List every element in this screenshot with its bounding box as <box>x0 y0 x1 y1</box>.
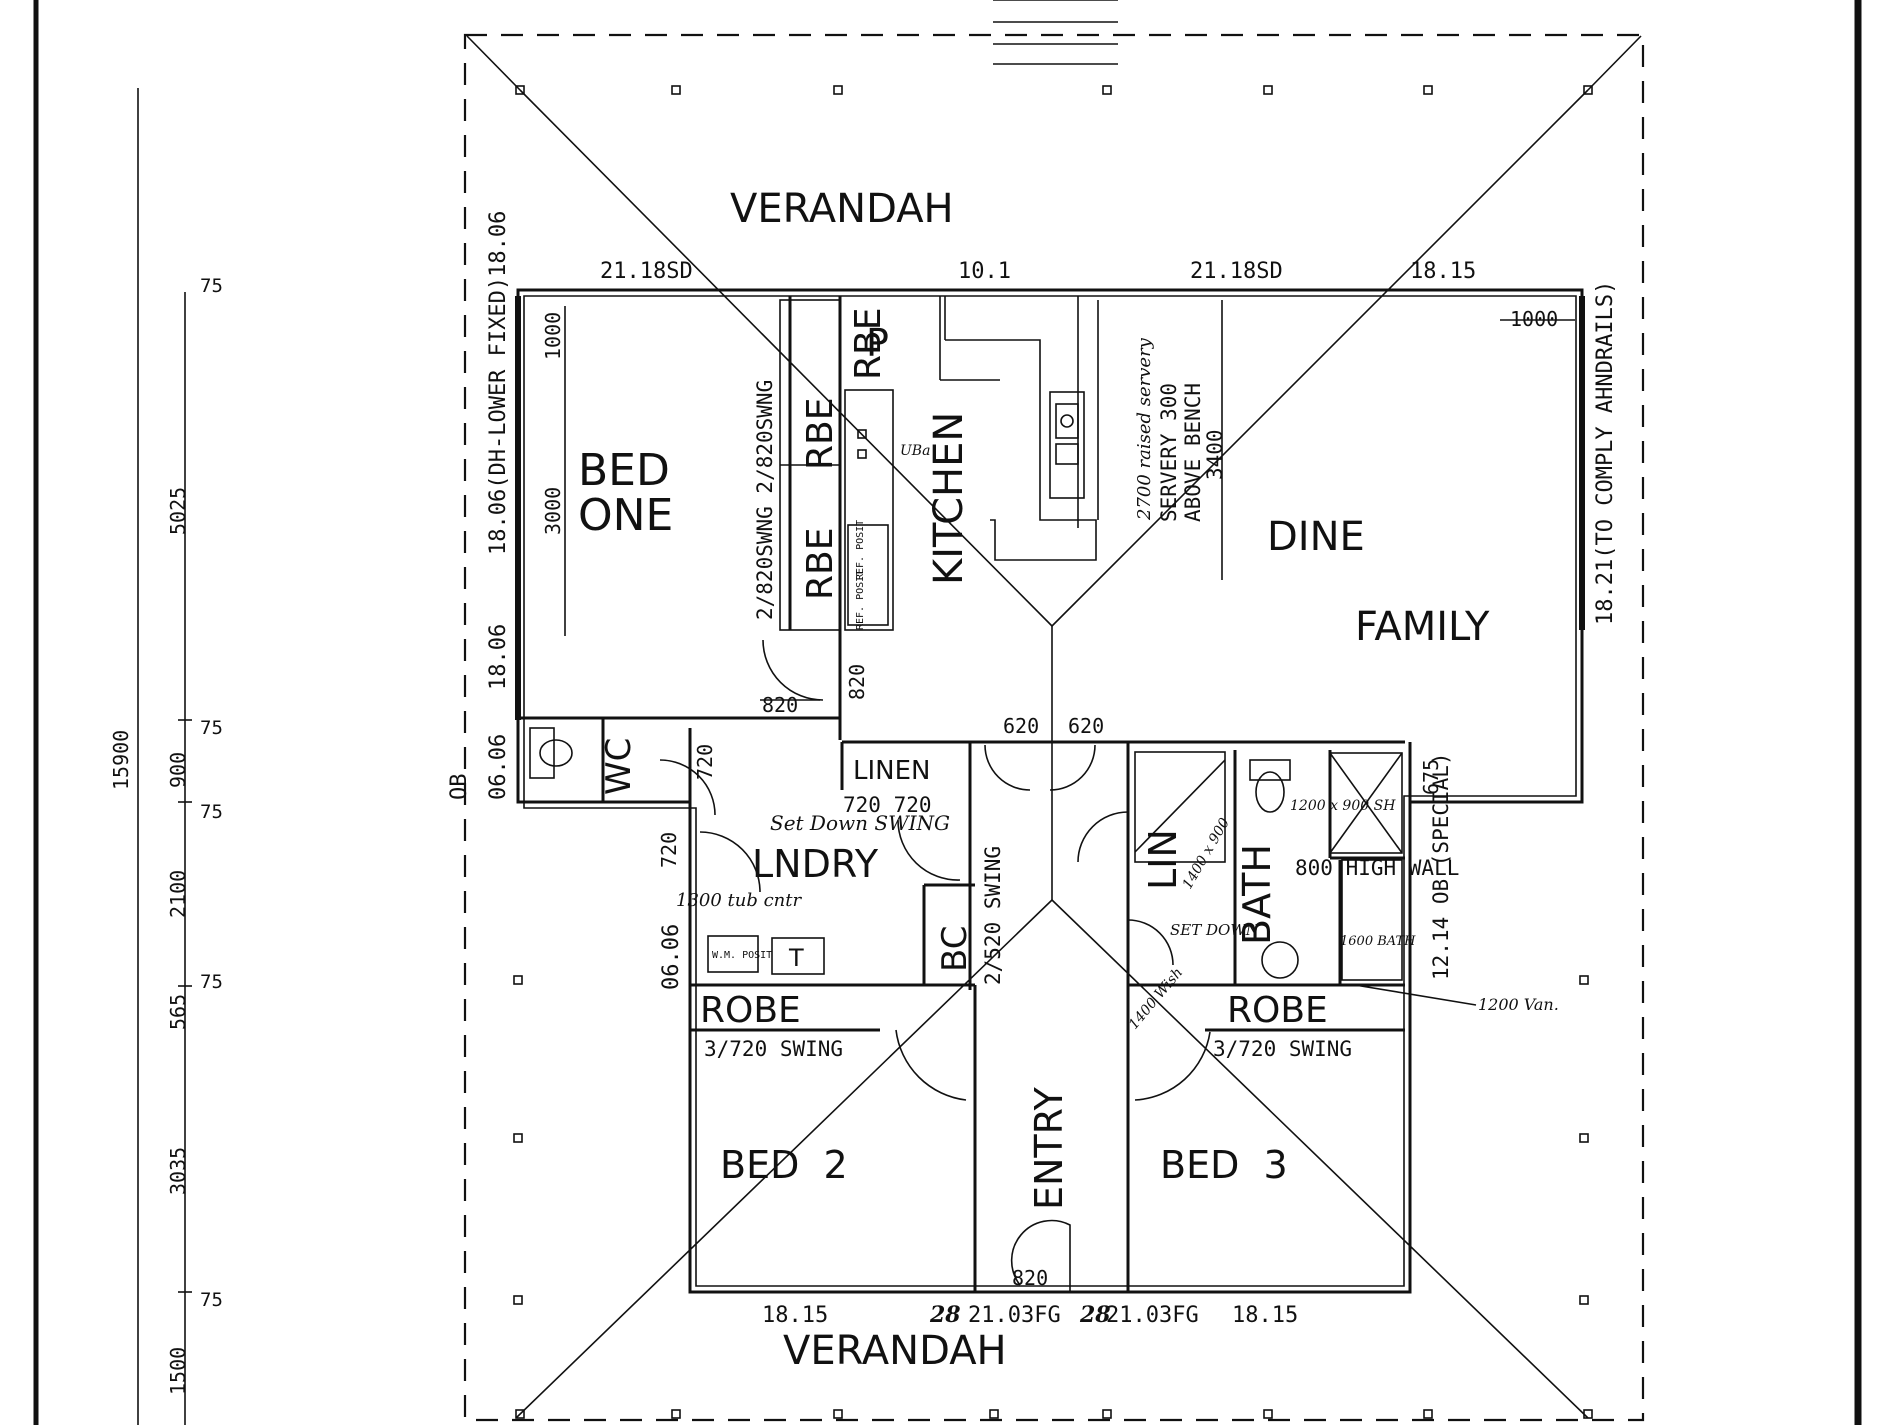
window-label-0606-b: 06.06 <box>659 924 684 990</box>
dine-label: DINE <box>1267 514 1365 560</box>
vanity-leader <box>1354 984 1477 1006</box>
window-label-left-ob: OB <box>447 774 472 801</box>
bed2-label: BED 2 <box>720 1143 848 1187</box>
kitchen-fixtures <box>844 296 1099 631</box>
bath-label: BATH <box>1235 844 1279 945</box>
dim-75-1: 75 <box>200 275 223 297</box>
kitchen-label: KITCHEN <box>926 412 972 585</box>
roof-outline <box>463 33 1645 1422</box>
linen-label: LINEN <box>853 756 930 786</box>
door-620-c: 620 <box>1003 714 1039 738</box>
door-720-lndry: 720 <box>657 832 681 868</box>
vanity-note: 1200 Van. <box>1478 995 1559 1014</box>
door-720-wc: 720 <box>693 744 717 780</box>
window-label-top-3: 21.18SD <box>1190 259 1283 284</box>
rbe-label-2: RBE <box>800 528 841 600</box>
rbe-label-3: RBE <box>848 308 889 380</box>
window-label-left: 18.06(DH-LOWER FIXED)18.06 <box>486 211 511 555</box>
dim-1500: 1500 <box>166 1347 190 1395</box>
window-label-ob-special: 12.14 OB (SPECIAL) <box>1429 752 1453 980</box>
lndry-label: LNDRY <box>752 842 879 886</box>
shower-note: 1200 x 900 SH <box>1290 798 1396 814</box>
bc-label: BC <box>935 926 975 972</box>
bath-size-note: 1600 BATH <box>1340 934 1416 949</box>
dim-75-5: 75 <box>200 1289 223 1311</box>
door-swings <box>659 639 1211 1292</box>
window-label-left-0606: 06.06 <box>486 734 511 800</box>
family-label: FAMILY <box>1355 604 1490 650</box>
door-swing-820-pair: 2/820SWNG 2/820SWNG <box>753 380 777 620</box>
wm-posit-label: W.M. POSIT <box>712 950 772 961</box>
ref-posit-1: REF. POSIT <box>855 570 866 630</box>
set-down-swing-note: Set Down SWING <box>770 811 950 835</box>
uba-note: UBa <box>900 443 930 459</box>
window-label-top-2: 10.1 <box>958 259 1011 284</box>
fixtures <box>529 299 1403 981</box>
rbe-label-1: RBE <box>800 398 841 470</box>
entry-label: ENTRY <box>1027 1086 1071 1210</box>
ref-posit-2: REF. POSIT <box>855 520 866 580</box>
room-labels: VERANDAH VERANDAH BED ONE KITCHEN P DINE… <box>578 186 1490 1374</box>
robe-swing-left: 3/720 SWING <box>704 1037 843 1061</box>
dimension-chain <box>137 88 1575 1425</box>
robe-left-label: ROBE <box>700 990 801 1031</box>
robe-swing-right: 3/720 SWING <box>1213 1037 1352 1061</box>
wish-note: 1400 Wish <box>1126 965 1186 1033</box>
tub-cntr-note: 1300 tub cntr <box>676 890 803 911</box>
bed3-label: BED 3 <box>1160 1143 1288 1187</box>
dim-2100: 2100 <box>166 870 190 918</box>
set-down-note: SET DOWN <box>1170 921 1260 939</box>
roof-hip-lines <box>466 0 1642 1419</box>
door-820-b: 820 <box>845 664 869 700</box>
pantry-label: P <box>866 321 889 365</box>
dim-5025: 5025 <box>166 487 190 535</box>
entry-door-820: 820 <box>1012 1266 1048 1290</box>
window-label-right: 18.21(TO COMPLY AHNDRAILS) <box>1593 281 1618 625</box>
verandah-posts <box>513 85 1593 1419</box>
window-label-bottom-1: 18.15 <box>762 1303 828 1328</box>
dim-75-3: 75 <box>200 801 223 823</box>
servery-note-4: 3400 <box>1203 429 1227 480</box>
bottom-28-a: 28 <box>929 1302 961 1328</box>
bed-one-label-1: BED <box>578 445 670 496</box>
door-820-a: 820 <box>762 693 798 717</box>
tub-label: T <box>788 944 804 972</box>
window-label-bottom-3: 21.03FG <box>1106 1303 1199 1328</box>
dim-1000-right: 1000 <box>1510 307 1558 331</box>
external-walls <box>515 288 1585 1294</box>
window-label-left-1806: 18.06 <box>486 624 511 690</box>
verandah-top-label: VERANDAH <box>730 186 954 232</box>
window-label-top-1: 21.18SD <box>600 259 693 284</box>
dim-75-4: 75 <box>200 971 223 993</box>
dim-675: 675 <box>1419 759 1443 795</box>
servery-note-3: ABOVE BENCH <box>1181 383 1205 522</box>
robe-right-label: ROBE <box>1227 990 1328 1031</box>
lin-label: LIN <box>1141 829 1185 890</box>
window-label-bottom-4: 18.15 <box>1232 1303 1298 1328</box>
dim-565: 565 <box>166 994 190 1030</box>
servery-note-1: 2700 raised servery <box>1134 337 1155 521</box>
dimension-labels: 15900 75 5025 75 900 75 2100 75 565 3035… <box>109 275 223 1395</box>
dim-1000-left: 1000 <box>541 312 565 360</box>
window-label-top-4: 18.15 <box>1410 259 1476 284</box>
window-label-bottom-2: 21.03FG <box>968 1303 1061 1328</box>
annotations: 21.18SD 10.1 21.18SD 18.15 1000 18.21(TO… <box>447 211 1618 1328</box>
high-wall-note: 800 HIGH WALL <box>1295 856 1459 880</box>
dim-75-2: 75 <box>200 717 223 739</box>
bed-one-label-2: ONE <box>578 490 673 541</box>
door-620-d: 620 <box>1068 714 1104 738</box>
door-720-linen: 720 720 <box>843 793 932 817</box>
dim-3000: 3000 <box>541 487 565 535</box>
verandah-bottom-label: VERANDAH <box>783 1328 1007 1374</box>
dim-900: 900 <box>166 752 190 788</box>
servery-note-2: SERVERY 300 <box>1157 383 1181 522</box>
wc-label: WC <box>599 738 639 795</box>
door-swing-520: 2/520 SWING <box>981 846 1005 985</box>
dim-3035: 3035 <box>166 1147 190 1195</box>
bottom-28-b: 28 <box>1079 1302 1111 1328</box>
dim-total-15900: 15900 <box>109 730 133 790</box>
